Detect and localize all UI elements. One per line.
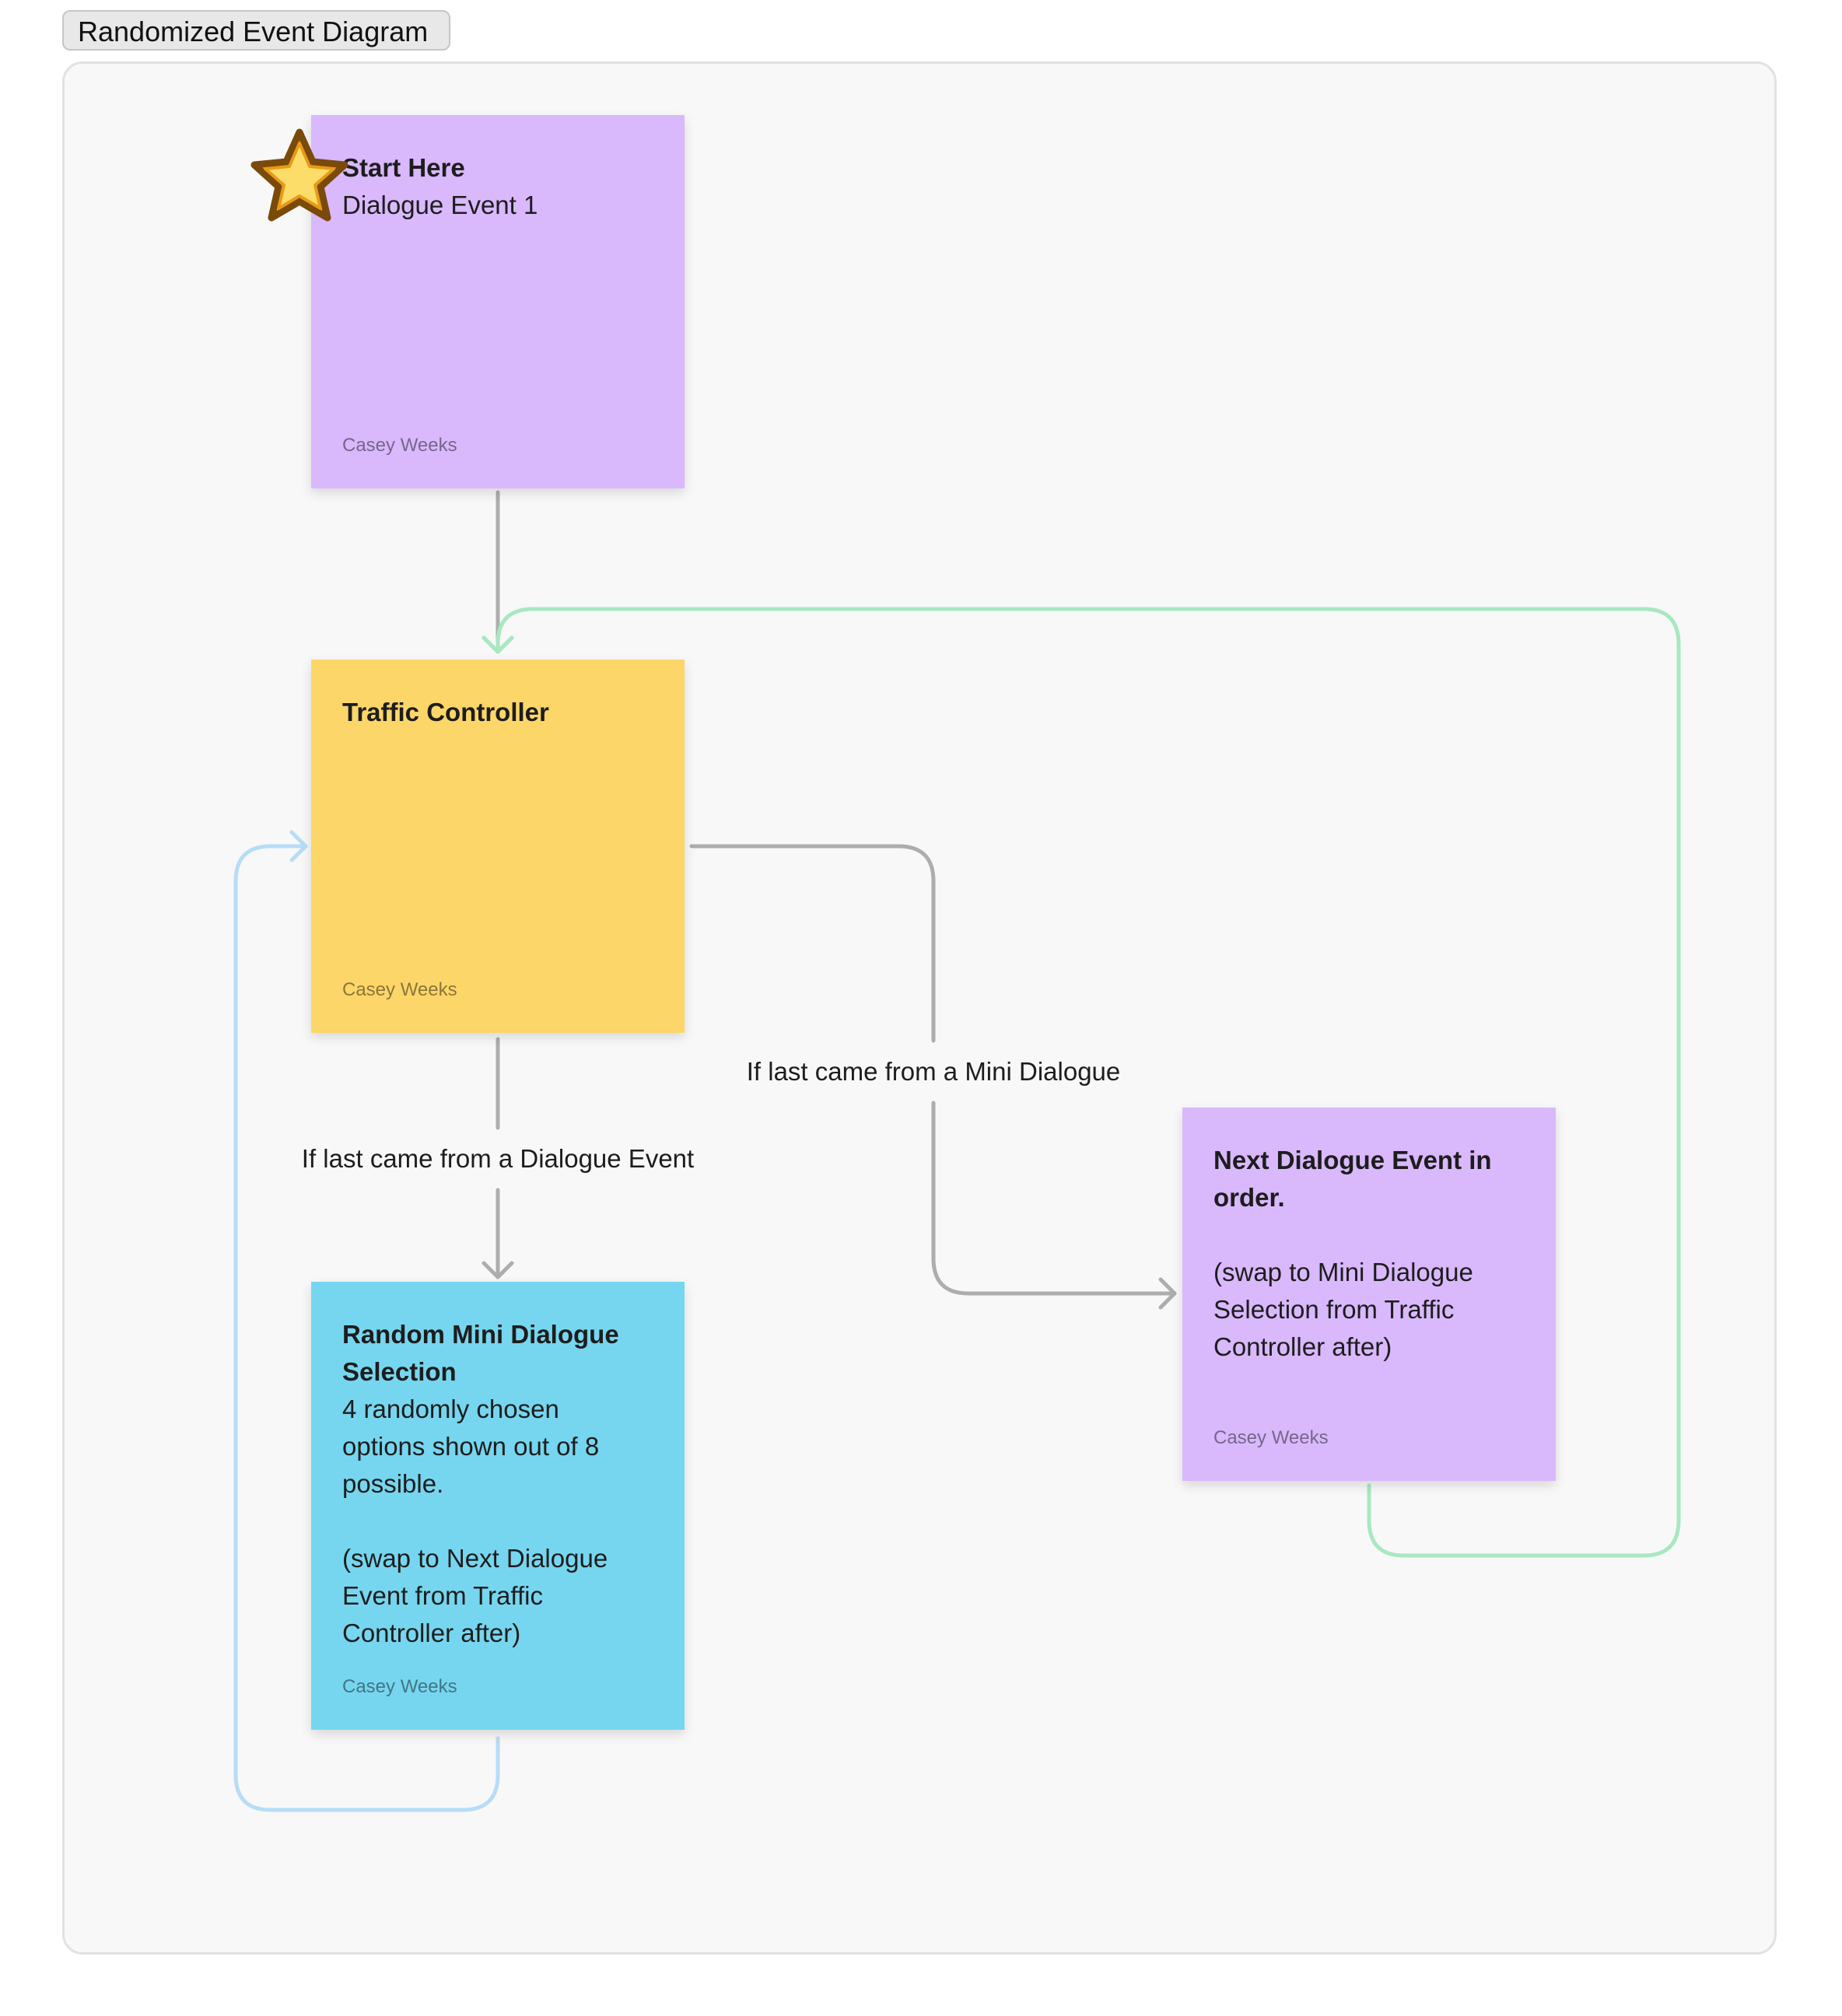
- sticky-body: 4 randomly chosen options shown out of 8…: [342, 1395, 608, 1647]
- sticky-title: Traffic Controller: [342, 698, 549, 726]
- section-title[interactable]: Randomized Event Diagram: [62, 10, 451, 51]
- sticky-next-dialogue-event[interactable]: Next Dialogue Event in order. (swap to M…: [1182, 1108, 1556, 1481]
- sticky-traffic-controller[interactable]: Traffic Controller Casey Weeks: [311, 660, 685, 1033]
- sticky-start-here[interactable]: Start Here Dialogue Event 1 Casey Weeks: [311, 115, 685, 488]
- sticky-body: Dialogue Event 1: [342, 191, 538, 219]
- star-icon[interactable]: [245, 124, 354, 227]
- sticky-author: Casey Weeks: [342, 979, 457, 1000]
- sticky-author: Casey Weeks: [342, 1676, 457, 1697]
- connector-label-dialogue[interactable]: If last came from a Dialogue Event: [298, 1143, 698, 1174]
- sticky-body: (swap to Mini Dialogue Selection from Tr…: [1213, 1258, 1473, 1361]
- sticky-title: Random Mini Dialogue Selection: [342, 1320, 619, 1386]
- sticky-author: Casey Weeks: [1213, 1427, 1329, 1448]
- sticky-title: Start Here: [342, 153, 465, 182]
- sticky-title: Next Dialogue Event in order.: [1213, 1146, 1492, 1212]
- sticky-author: Casey Weeks: [342, 435, 457, 456]
- connector-label-mini[interactable]: If last came from a Mini Dialogue: [743, 1056, 1124, 1087]
- sticky-random-mini-dialogue[interactable]: Random Mini Dialogue Selection 4 randoml…: [311, 1282, 685, 1730]
